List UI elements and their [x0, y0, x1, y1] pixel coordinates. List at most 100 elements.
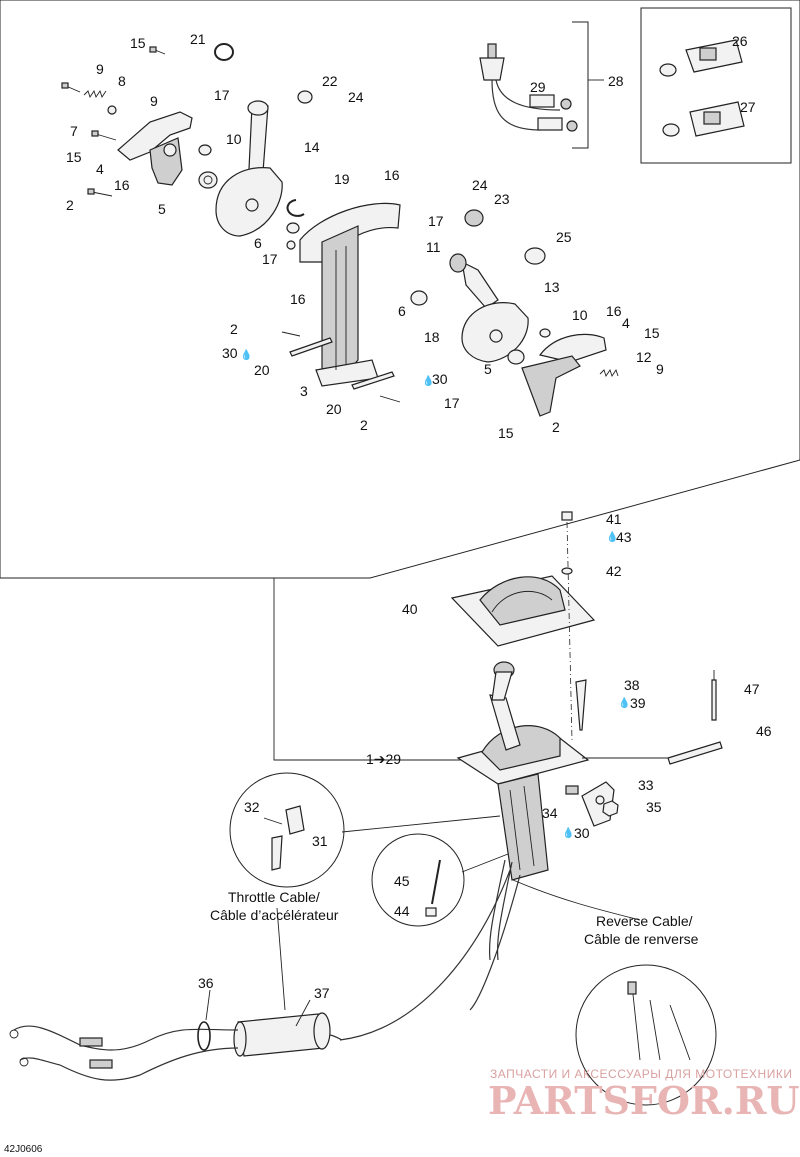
circlip-19: [286, 199, 305, 217]
right-bracket-4: [538, 333, 607, 363]
knob-25: [524, 247, 546, 265]
ring-5-left: [198, 171, 218, 189]
ball-7: [107, 105, 117, 115]
callout-47: 47: [744, 681, 760, 697]
switch-harness-28: [479, 43, 578, 132]
callout-6a: 6: [254, 235, 262, 251]
callout-15d: 15: [498, 425, 514, 441]
callout-22: 22: [322, 73, 338, 89]
callout-30b: 30: [432, 371, 448, 387]
callout-23: 23: [494, 191, 510, 207]
inset-box-26-27: [640, 7, 792, 164]
detail-circle-44-45: [371, 833, 465, 927]
callout-31: 31: [312, 833, 328, 849]
callout-30a: 30: [222, 345, 238, 361]
callout-11: 11: [426, 239, 441, 255]
drop-icon-30a: 💧: [240, 348, 252, 361]
callout-4a: 4: [96, 161, 104, 177]
plate-20-lower: [351, 371, 395, 390]
callout-4b: 4: [622, 315, 630, 331]
nut-35: [602, 800, 619, 817]
pin-47: [711, 679, 717, 721]
diagram-code: 42J0606: [4, 1144, 43, 1155]
callout-9c: 9: [656, 361, 664, 377]
callout-36: 36: [198, 975, 214, 991]
spring-12: [599, 368, 619, 378]
callout-24a: 24: [348, 89, 364, 105]
callout-9a: 9: [96, 61, 104, 77]
callout-2a: 2: [66, 197, 74, 213]
rod-46: [667, 741, 723, 765]
left-bracket-4: [117, 111, 193, 161]
callout-44: 44: [394, 903, 410, 919]
callout-8: 8: [118, 73, 126, 89]
callout-30c: 30: [574, 825, 590, 841]
callout-16d: 16: [606, 303, 622, 319]
callout-26: 26: [732, 33, 748, 49]
reverse-cable: [469, 874, 521, 1011]
plate-20-upper: [289, 337, 333, 357]
callout-25: 25: [556, 229, 572, 245]
circlip-21: [214, 43, 234, 61]
callout-10b: 10: [572, 307, 588, 323]
throttle-cable-label-fr: Câble d’accélérateur: [210, 907, 339, 923]
washer-42: [561, 567, 573, 575]
callout-15b: 15: [66, 149, 82, 165]
cable-tie-36: [197, 1021, 211, 1051]
callout-16b: 16: [384, 167, 400, 183]
callout-19: 19: [334, 171, 350, 187]
callout-2c: 2: [360, 417, 368, 433]
callout-33: 33: [638, 777, 654, 793]
callout-46: 46: [756, 723, 772, 739]
callout-15a: 15: [130, 35, 146, 51]
callout-10a: 10: [226, 131, 242, 147]
upper-frame: [0, 0, 800, 579]
throttle-cable-label-en: Throttle Cable/: [228, 889, 320, 905]
bolt-34: [565, 785, 579, 795]
ring-23: [464, 209, 484, 227]
washer-22: [297, 90, 313, 104]
callout-1-29: 1➔29: [366, 751, 401, 767]
detail-circle-31-32: [229, 772, 345, 888]
callout-17a: 17: [214, 87, 230, 103]
callout-9b: 9: [150, 93, 158, 109]
right-housing-16: [521, 355, 581, 417]
drop-icon-43: 💧: [606, 530, 618, 543]
callout-7: 7: [70, 123, 78, 139]
callout-20a: 20: [254, 362, 270, 378]
bracket-28: [572, 21, 589, 149]
callout-40: 40: [402, 601, 418, 617]
callout-13: 13: [544, 279, 560, 295]
callout-16c: 16: [290, 291, 306, 307]
callout-29: 29: [530, 79, 546, 95]
ring-5-right: [507, 349, 525, 365]
lever-13: [461, 260, 499, 309]
lower-body: [497, 773, 549, 881]
callout-45: 45: [394, 873, 410, 889]
spring-8: [83, 89, 107, 99]
callout-labels: 15 21 9 8 9 17 22 24 7 10 15 4 16 14 2 5…: [66, 31, 772, 1001]
callout-5a: 5: [158, 201, 166, 217]
cap-10-left: [198, 144, 212, 156]
callout-2b: 2: [230, 321, 238, 337]
callout-41: 41: [606, 511, 622, 527]
callout-42: 42: [606, 563, 622, 579]
screw-38: [575, 679, 587, 731]
ring-6-right: [410, 290, 428, 306]
part-27: [662, 101, 745, 137]
callout-6b: 6: [398, 303, 406, 319]
callout-17b: 17: [262, 251, 278, 267]
callout-43: 43: [616, 529, 632, 545]
drop-icon-39: 💧: [618, 696, 630, 709]
callout-27: 27: [740, 99, 756, 115]
callout-21: 21: [190, 31, 206, 47]
watermark-tagline: ЗАПЧАСТИ И АКСЕССУАРЫ ДЛЯ МОТОТЕХНИКИ: [490, 1067, 792, 1081]
callout-12: 12: [636, 349, 652, 365]
callout-28: 28: [608, 73, 624, 89]
callout-3: 3: [300, 383, 308, 399]
callout-39: 39: [630, 695, 646, 711]
callout-37: 37: [314, 985, 330, 1001]
callout-34: 34: [542, 805, 558, 821]
throttle-cable: [339, 869, 511, 1041]
